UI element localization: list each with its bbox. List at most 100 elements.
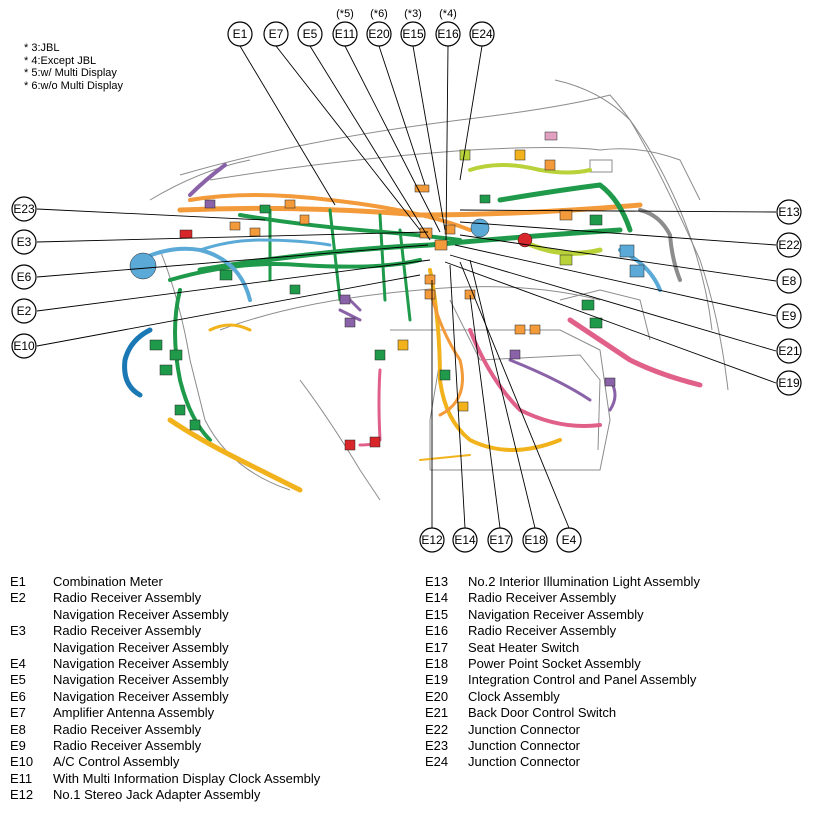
svg-text:E17: E17 [489, 533, 511, 547]
svg-text:E21: E21 [778, 344, 800, 358]
legend-row: E11 With Multi Information Display Clock … [10, 771, 320, 787]
legend-row: E14 Radio Receiver Assembly [425, 590, 700, 606]
callout-e17: E17 [487, 527, 513, 553]
legend-row: E13 No.2 Interior Illumination Light Asse… [425, 574, 700, 590]
legend-code: E3 [10, 623, 26, 639]
callout-e22: E22 [776, 232, 802, 258]
legend-description: No.2 Interior Illumination Light Assembl… [468, 574, 700, 589]
svg-text:E15: E15 [402, 27, 424, 41]
callout-e9: E9 [776, 303, 802, 329]
callout-e7: E7 [263, 21, 289, 47]
svg-text:E8: E8 [782, 274, 797, 288]
legend-description: Back Door Control Switch [468, 705, 617, 721]
legend-code: E18 [425, 656, 449, 672]
legend-code: E20 [425, 688, 449, 704]
legend-row: Navigation Receiver Assembly [10, 640, 320, 656]
svg-text:E10: E10 [13, 339, 35, 353]
legend-description: Radio Receiver Assembly [53, 623, 202, 639]
svg-text:E6: E6 [17, 270, 32, 284]
legend-description: A/C Control Assembly [53, 754, 180, 770]
callout-e2: E2 [11, 298, 37, 324]
callout-e4: E4 [556, 527, 582, 553]
svg-text:E3: E3 [17, 235, 32, 249]
callout-note-e20: (*6) [370, 8, 388, 20]
callout-e23: E23 [11, 196, 37, 222]
svg-text:E12: E12 [421, 533, 443, 547]
legend-row: E18 Power Point Socket Assembly [425, 656, 700, 672]
legend-description: With Multi Information Display Clock Ass… [53, 770, 321, 786]
legend-row: E1 Combination Meter [10, 574, 320, 590]
legend-code: E14 [425, 590, 449, 606]
legend-code: E17 [425, 639, 449, 655]
legend-code: E4 [10, 656, 26, 672]
svg-text:E11: E11 [335, 27, 356, 41]
legend-description: Power Point Socket Assembly [468, 656, 641, 672]
legend-code: E6 [10, 688, 26, 704]
legend-row: E2 Radio Receiver Assembly [10, 590, 320, 606]
legend-description: Amplifier Antenna Assembly [53, 705, 215, 721]
callout-e11: E11 [332, 21, 358, 47]
legend-code: E22 [425, 721, 449, 737]
svg-text:E5: E5 [303, 27, 318, 41]
leader-lines [36, 45, 777, 529]
legend-code [10, 640, 53, 656]
legend-row: Navigation Receiver Assembly [10, 607, 320, 623]
legend-code: E2 [10, 590, 26, 606]
legend-code: E10 [10, 754, 34, 770]
legend-right-column: E13 No.2 Interior Illumination Light Asse… [425, 574, 700, 771]
legend-code: E15 [425, 606, 449, 622]
legend-description: Navigation Receiver Assembly [468, 606, 644, 622]
callout-e5: E5 [297, 21, 323, 47]
legend-description: Combination Meter [53, 574, 163, 589]
legend-code: E23 [425, 738, 449, 754]
svg-text:E24: E24 [471, 27, 493, 41]
legend-description: Junction Connector [468, 754, 581, 770]
legend-row: E10 A/C Control Assembly [10, 754, 320, 770]
legend-description: Junction Connector [468, 738, 581, 754]
legend-description: Navigation Receiver Assembly [53, 656, 229, 672]
callout-note-e15: (*3) [404, 8, 422, 20]
legend-description: Radio Receiver Assembly [468, 590, 617, 606]
harness-wires [122, 163, 703, 493]
svg-text:E9: E9 [782, 309, 797, 323]
callout-e21: E21 [776, 338, 802, 364]
svg-text:E4: E4 [562, 533, 577, 547]
legend-row: E3 Radio Receiver Assembly [10, 623, 320, 639]
legend-code: E8 [10, 721, 26, 737]
svg-text:E22: E22 [778, 238, 800, 252]
legend-code: E12 [10, 787, 34, 803]
connectors [129, 131, 645, 451]
legend-description: Radio Receiver Assembly [468, 623, 617, 639]
callout-note-e11: (*5) [336, 8, 354, 20]
note-line: * 5:w/ Multi Display [24, 67, 117, 79]
legend-description: Radio Receiver Assembly [53, 590, 202, 606]
legend-code: E11 [10, 770, 33, 786]
svg-text:E19: E19 [778, 376, 800, 390]
legend-code [10, 607, 53, 623]
wiring-harness-diagram: E1 E7 E5 E11 E20 E15 E16 E24 (*5) (*6) (… [11, 8, 802, 553]
callout-note-e16: (*4) [439, 8, 457, 20]
legend-code: E1 [10, 574, 26, 589]
callout-e15: E15 [400, 21, 426, 47]
svg-text:E1: E1 [233, 27, 248, 41]
svg-text:E13: E13 [778, 205, 800, 219]
legend-row: E4 Navigation Receiver Assembly [10, 656, 320, 672]
callout-e3: E3 [11, 229, 37, 255]
svg-text:E16: E16 [437, 27, 459, 41]
legend-row: E23 Junction Connector [425, 738, 700, 754]
legend-code: E5 [10, 672, 26, 688]
legend-code: E19 [425, 672, 449, 688]
callout-e1: E1 [227, 21, 253, 47]
legend-code: E13 [425, 574, 449, 589]
legend-description: Navigation Receiver Assembly [53, 639, 229, 655]
